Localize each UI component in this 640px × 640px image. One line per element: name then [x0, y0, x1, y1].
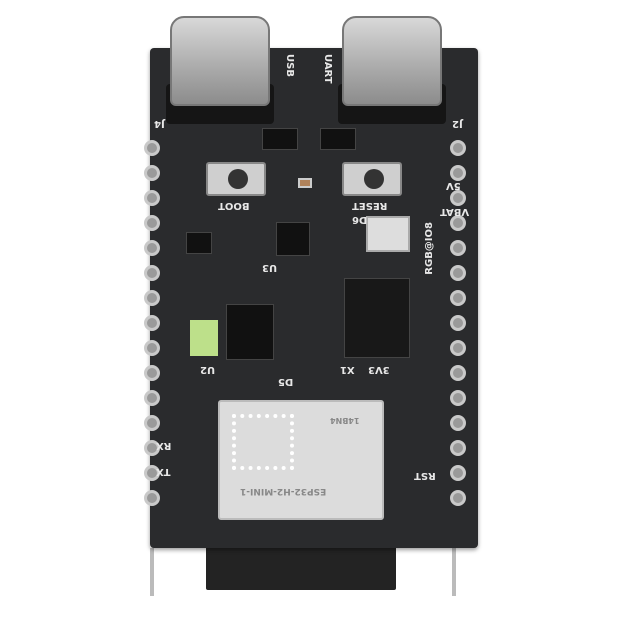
label-rgb: RGB@IO8 [424, 222, 435, 275]
header-pin [144, 165, 160, 181]
header-pin [450, 340, 466, 356]
header-pin [144, 390, 160, 406]
label-uart: UART [322, 54, 333, 84]
header-pin [450, 290, 466, 306]
capacitor [298, 178, 312, 188]
header-pin [144, 190, 160, 206]
header-pin [450, 465, 466, 481]
header-pin [144, 215, 160, 231]
header-pin [450, 440, 466, 456]
header-pin [144, 290, 160, 306]
header-pin [450, 390, 466, 406]
module-name: ESP32-H2-MINI-1 [240, 486, 327, 496]
ic [186, 232, 212, 254]
label-boot: BOOT [218, 200, 250, 211]
usb-c-port-usb [170, 16, 270, 106]
module-code: 14BN4 [330, 416, 360, 425]
header-pin [144, 265, 160, 281]
label-tx: TX [156, 466, 171, 477]
boot-button[interactable] [206, 162, 266, 196]
jumper-header [344, 278, 410, 358]
header-pin [144, 240, 160, 256]
header-pin [144, 140, 160, 156]
header-pin [450, 315, 466, 331]
label-usb: USB [284, 54, 295, 77]
header-pin [144, 315, 160, 331]
reset-button[interactable] [342, 162, 402, 196]
header-pin [450, 165, 466, 181]
label-5v: 5V [446, 180, 461, 191]
usb-c-port-uart [342, 16, 442, 106]
label-d5: D5 [278, 376, 294, 387]
header-pin [450, 365, 466, 381]
header-pin [450, 265, 466, 281]
label-d6: D6 [352, 214, 368, 225]
header-pin [144, 415, 160, 431]
header-pin [450, 415, 466, 431]
chip-u3 [276, 222, 310, 256]
header-pin [144, 490, 160, 506]
header-pin [450, 140, 466, 156]
qr-code [232, 414, 294, 470]
label-j4: J4 [154, 118, 165, 129]
header-pin [144, 340, 160, 356]
header-pin-leg [150, 548, 154, 596]
label-x1: X1 [340, 364, 355, 375]
header-pin-leg [452, 548, 456, 596]
regulator-u2 [226, 304, 274, 360]
header-pin [450, 190, 466, 206]
header-pin [144, 465, 160, 481]
component [190, 320, 218, 356]
header-pin [450, 215, 466, 231]
label-u2: U2 [200, 364, 216, 375]
label-rst: RST [414, 470, 436, 481]
label-rx: RX [156, 440, 172, 451]
label-vbat: VBAT [440, 206, 470, 217]
label-reset: RESET [352, 200, 388, 211]
header-pin [144, 440, 160, 456]
diode [262, 128, 298, 150]
label-3v3: 3V3 [368, 364, 390, 375]
diode [320, 128, 356, 150]
esp32-module: 14BN4 ESP32-H2-MINI-1 [218, 400, 384, 520]
header-pin [450, 240, 466, 256]
header-pin [144, 365, 160, 381]
rgb-led [366, 216, 410, 252]
label-j2: J2 [452, 118, 463, 129]
header-pin [450, 490, 466, 506]
label-u3: U3 [262, 262, 278, 273]
